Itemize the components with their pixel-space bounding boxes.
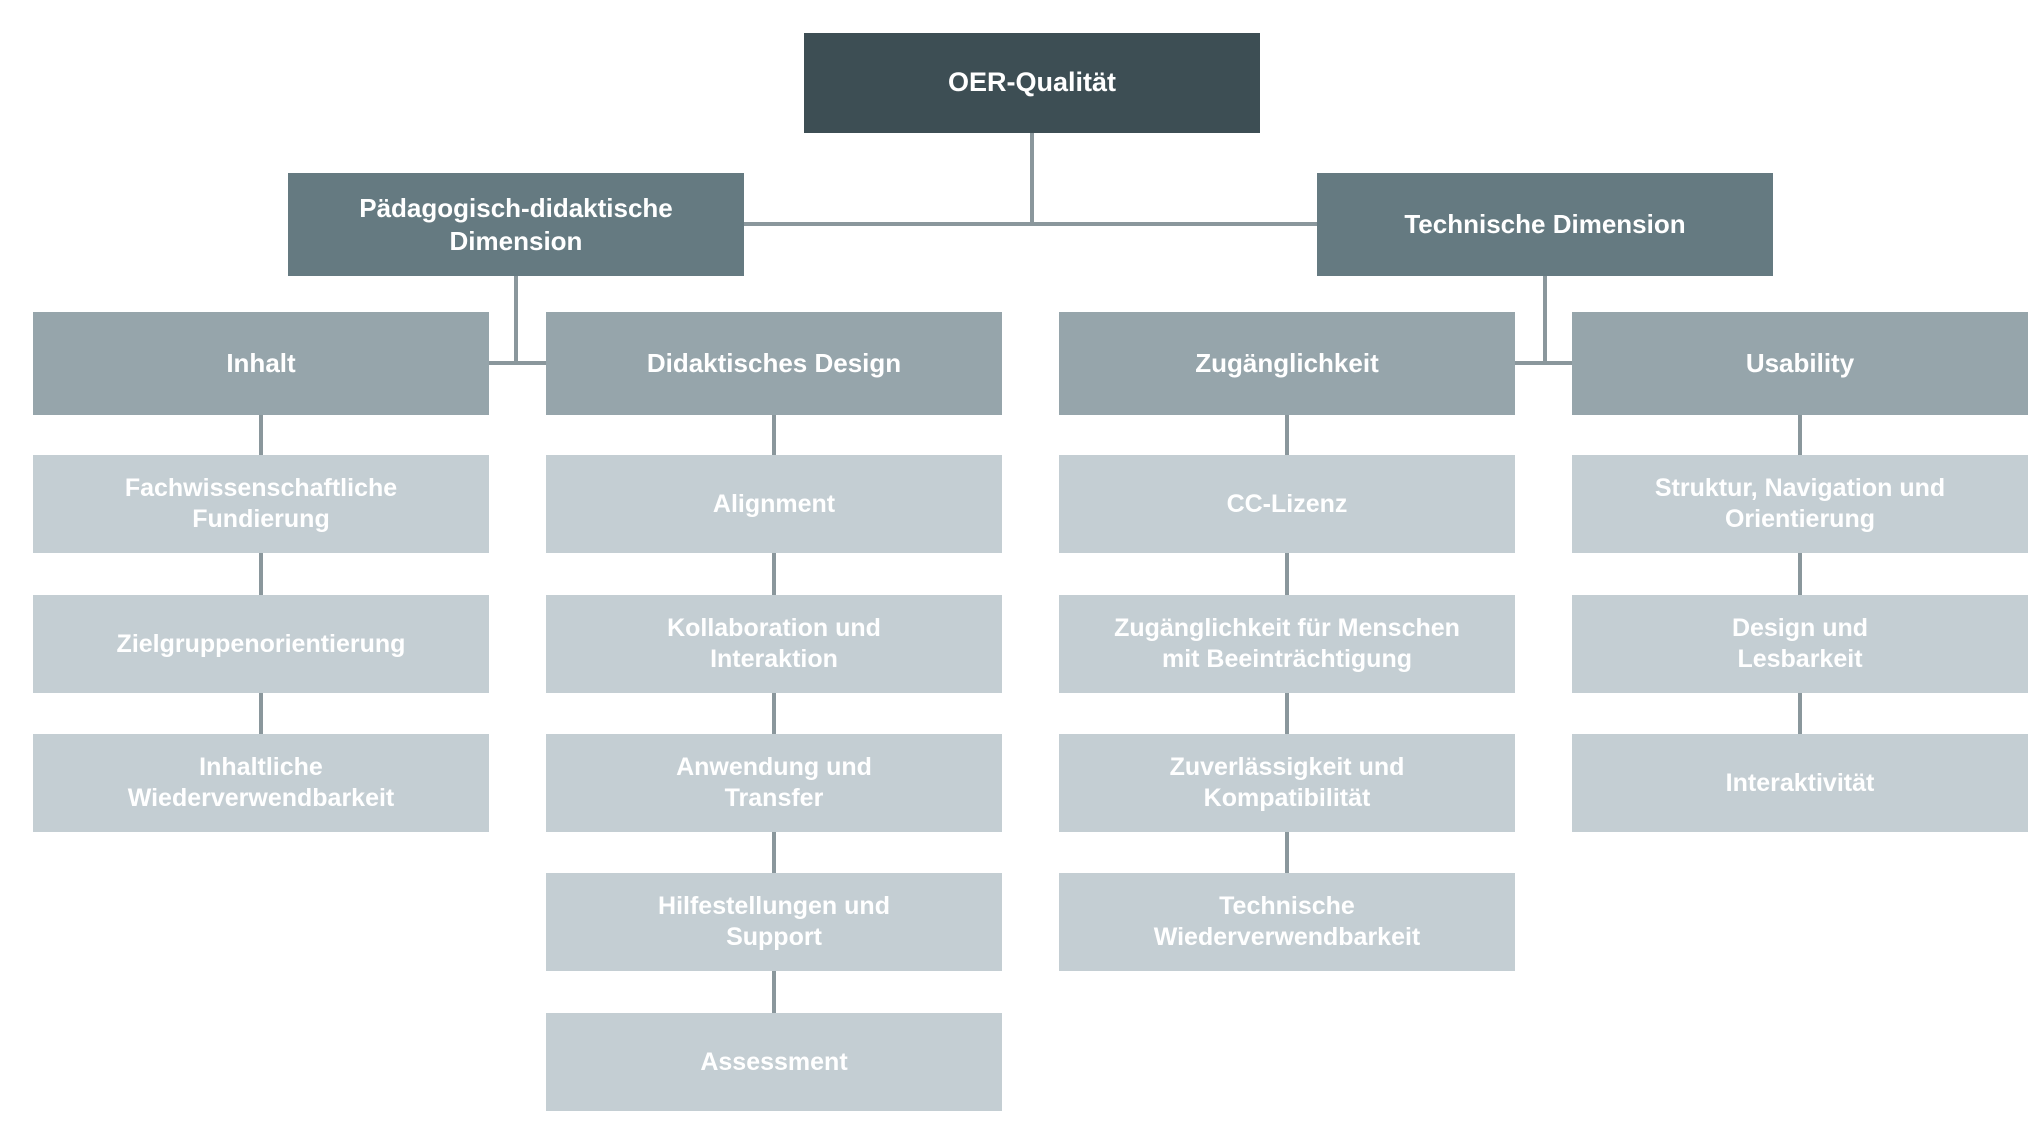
connector-line xyxy=(1798,693,1802,734)
item-assessment: Assessment xyxy=(546,1013,1002,1111)
connector-headers-right-horizontal xyxy=(1515,361,1572,365)
connector-headers-left-horizontal xyxy=(489,361,546,365)
connector-root-vertical xyxy=(1030,133,1034,224)
dimension-box-technisch: Technische Dimension xyxy=(1317,173,1773,276)
column-header-zugaenglichkeit: Zugänglichkeit xyxy=(1059,312,1515,415)
column-header-usability: Usability xyxy=(1572,312,2028,415)
connector-line xyxy=(772,693,776,734)
item-zuverlaessigkeit-kompatibilitaet: Zuverlässigkeit und Kompatibilität xyxy=(1059,734,1515,832)
connector-line xyxy=(772,832,776,873)
item-label: Anwendung und Transfer xyxy=(676,753,872,812)
connector-line xyxy=(259,693,263,734)
column-header-label: Usability xyxy=(1745,348,1855,379)
connector-line xyxy=(1285,693,1289,734)
item-interaktivitaet: Interaktivität xyxy=(1572,734,2028,832)
connector-line xyxy=(772,415,776,455)
item-inhaltliche-wiederverwendbarkeit: Inhaltliche Wiederverwendbarkeit xyxy=(33,734,489,832)
dimension-box-paedagogisch-didaktisch: Pädagogisch-didaktische Dimension xyxy=(288,173,744,276)
item-fachwissenschaftliche-fundierung: Fachwissenschaftliche Fundierung xyxy=(33,455,489,553)
item-label: Hilfestellungen und Support xyxy=(658,892,890,951)
item-technische-wiederverwendbarkeit: Technische Wiederverwendbarkeit xyxy=(1059,873,1515,971)
item-zugaenglichkeit-menschen-beeintraechtigung: Zugänglichkeit für Menschen mit Beeinträ… xyxy=(1059,595,1515,693)
item-cc-lizenz: CC-Lizenz xyxy=(1059,455,1515,553)
connector-line xyxy=(772,971,776,1013)
item-label: Zuverlässigkeit und Kompatibilität xyxy=(1169,753,1405,812)
item-label: CC-Lizenz xyxy=(1226,489,1348,518)
connector-line xyxy=(1285,832,1289,873)
item-label: Assessment xyxy=(700,1047,848,1076)
connector-line xyxy=(1798,553,1802,595)
item-label: Fachwissenschaftliche Fundierung xyxy=(124,474,398,533)
item-alignment: Alignment xyxy=(546,455,1002,553)
item-label: Interaktivität xyxy=(1725,768,1875,797)
connector-dimensions-horizontal xyxy=(744,222,1317,226)
column-header-label: Didaktisches Design xyxy=(646,348,902,379)
column-header-label: Zugänglichkeit xyxy=(1195,348,1379,379)
connector-dimension1-vertical xyxy=(514,276,518,365)
connector-line xyxy=(1285,415,1289,455)
item-design-lesbarkeit: Design und Lesbarkeit xyxy=(1572,595,2028,693)
connector-line xyxy=(772,553,776,595)
item-label: Zugänglichkeit für Menschen mit Beeinträ… xyxy=(1114,614,1460,673)
root-box: OER-Qualität xyxy=(804,33,1260,133)
connector-dimension2-vertical xyxy=(1543,276,1547,365)
connector-line xyxy=(1798,415,1802,455)
column-header-inhalt: Inhalt xyxy=(33,312,489,415)
item-label: Inhaltliche Wiederverwendbarkeit xyxy=(127,753,395,812)
item-zielgruppenorientierung: Zielgruppenorientierung xyxy=(33,595,489,693)
item-anwendung-transfer: Anwendung und Transfer xyxy=(546,734,1002,832)
connector-line xyxy=(1285,553,1289,595)
connector-line xyxy=(259,415,263,455)
root-label: OER-Qualität xyxy=(947,67,1116,98)
dimension-label: Pädagogisch-didaktische Dimension xyxy=(359,193,673,256)
column-header-label: Inhalt xyxy=(226,348,296,379)
item-label: Alignment xyxy=(712,489,836,518)
item-label: Technische Wiederverwendbarkeit xyxy=(1153,892,1421,951)
dimension-label: Technische Dimension xyxy=(1404,209,1686,240)
connector-line xyxy=(259,553,263,595)
item-hilfestellungen-support: Hilfestellungen und Support xyxy=(546,873,1002,971)
item-kollaboration-interaktion: Kollaboration und Interaktion xyxy=(546,595,1002,693)
item-struktur-navigation-orientierung: Struktur, Navigation und Orientierung xyxy=(1572,455,2028,553)
item-label: Design und Lesbarkeit xyxy=(1731,614,1869,673)
item-label: Kollaboration und Interaktion xyxy=(667,614,881,673)
item-label: Zielgruppenorientierung xyxy=(116,629,406,658)
item-label: Struktur, Navigation und Orientierung xyxy=(1654,474,1946,533)
column-header-didaktisches-design: Didaktisches Design xyxy=(546,312,1002,415)
